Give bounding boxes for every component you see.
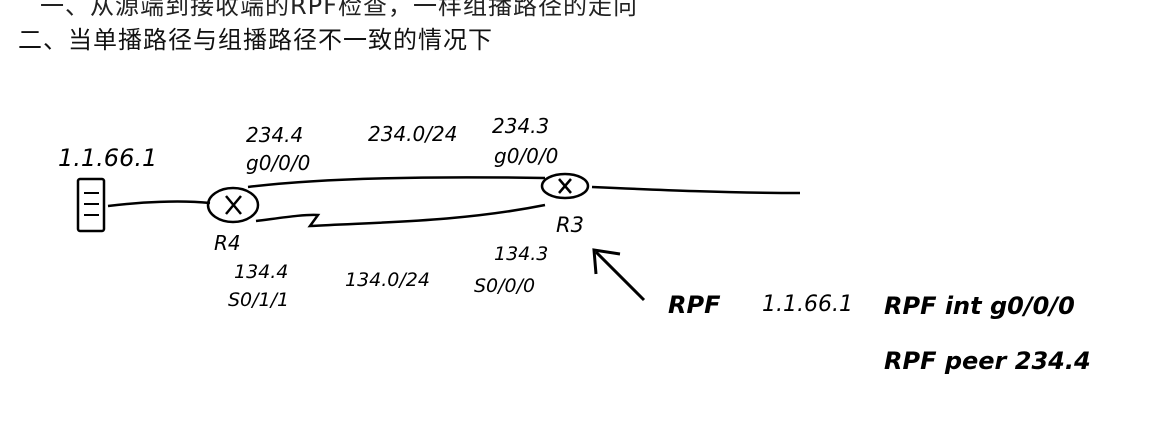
downstream-link <box>591 185 801 195</box>
r4-top-ip-label: 234.4 <box>246 123 303 147</box>
r3-bottom-ip-label: 134.3 <box>494 243 548 265</box>
rpf-peer: RPF peer 234.4 <box>884 347 1091 375</box>
top-network-label: 234.0/24 <box>368 122 457 146</box>
bottom-serial-link <box>255 203 546 228</box>
top-ethernet-link <box>247 176 546 189</box>
rpf-source-ip: 1.1.66.1 <box>762 292 853 317</box>
r4-router-icon <box>206 186 260 224</box>
r3-top-if-label: g0/0/0 <box>494 144 558 168</box>
r3-bottom-if-label: S0/0/0 <box>474 275 535 297</box>
section-heading: 二、当单播路径与组播路径不一致的情况下 <box>18 26 493 54</box>
r4-top-if-label: g0/0/0 <box>246 151 310 175</box>
r4-bottom-if-label: S0/1/1 <box>228 289 289 311</box>
r4-bottom-ip-label: 134.4 <box>234 261 288 283</box>
r3-router-icon <box>540 172 590 200</box>
r3-router-label: R3 <box>556 213 584 237</box>
rpf-interface: RPF int g0/0/0 <box>884 292 1075 320</box>
r3-top-ip-label: 234.3 <box>492 114 549 138</box>
source-server-icon <box>76 177 106 233</box>
rpf-label: RPF <box>668 291 721 319</box>
previous-section-line: 一、从源端到接收端的RPF检查，一样组播路径的走向 <box>40 0 638 20</box>
source-r4-link <box>107 200 211 208</box>
source-ip-label: 1.1.66.1 <box>58 144 157 172</box>
bottom-network-label: 134.0/24 <box>345 269 430 291</box>
r4-router-label: R4 <box>214 231 241 255</box>
pointer-arrow <box>592 248 646 302</box>
